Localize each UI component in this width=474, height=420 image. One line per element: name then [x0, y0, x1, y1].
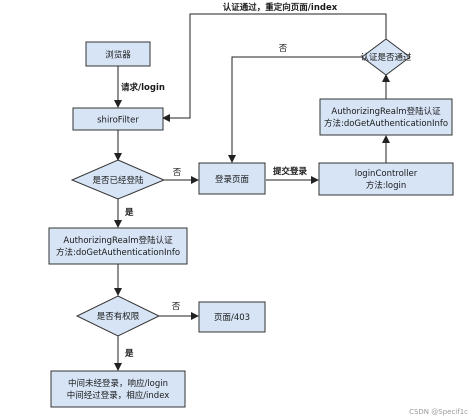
watermark: CSDN @Specif1c — [409, 408, 468, 416]
edge-label-yes-permission: 是 — [124, 348, 134, 359]
node-is-logged-in: 是否已经登陆 — [70, 159, 166, 200]
node-browser: 浏览器 — [85, 41, 151, 67]
edges — [114, 13, 390, 371]
edge-label-no-logged: 否 — [173, 168, 182, 178]
node-login-controller-line1: loginController — [355, 169, 418, 179]
node-realm-top-line2: 方法:doGetAuthenticationInfo — [324, 118, 448, 129]
edge-label-yes-logged: 是 — [124, 207, 134, 218]
node-is-logged-in-label: 是否已经登陆 — [92, 175, 144, 186]
node-shirofilter-label: shiroFilter — [97, 116, 139, 126]
edge-label-redirect-index: 认证通过，重定向页面/index — [223, 2, 338, 13]
node-login-page-label: 登录页面 — [215, 174, 250, 185]
node-auth-passed: 认证是否通过 — [360, 38, 412, 76]
node-login-controller: loginController 方法:login — [318, 162, 454, 196]
node-has-permission: 是否有权限 — [75, 295, 161, 337]
node-page-403: 页面/403 — [198, 301, 266, 333]
node-auth-passed-label: 认证是否通过 — [360, 52, 412, 63]
node-realm-left: AuthorizingRealm登陆认证 方法:doGetAuthenticat… — [48, 227, 188, 265]
node-realm-left-line1: AuthorizingRealm登陆认证 — [63, 235, 173, 246]
edge-label-submit-login: 提交登录 — [273, 166, 308, 177]
node-realm-top: AuthorizingRealm登陆认证 方法:doGetAuthenticat… — [319, 98, 453, 136]
edge-label-no-auth: 否 — [279, 44, 288, 54]
node-result-line2: 中间经过登录，相应/index — [67, 390, 170, 401]
node-login-controller-line2: 方法:login — [366, 180, 407, 191]
node-login-page: 登录页面 — [198, 162, 266, 195]
edge-label-no-permission: 否 — [172, 302, 181, 312]
edge-label-request-login: 请求/login — [121, 82, 165, 93]
node-result-line1: 中间未经登录，响应/login — [68, 378, 168, 389]
node-has-permission-label: 是否有权限 — [97, 311, 140, 322]
nodes: 浏览器 shiroFilter 是否已经登陆 登录页面 loginControl… — [48, 38, 454, 408]
edge-auth-passed-to-login-page — [228, 56, 362, 163]
edge-labels: 认证通过，重定向页面/index 请求/login 否 否 提交登录 是 否 是 — [121, 2, 338, 359]
node-page-403-label: 页面/403 — [214, 313, 250, 323]
node-result: 中间未经登录，响应/login 中间经过登录，相应/index — [50, 370, 186, 408]
node-browser-label: 浏览器 — [105, 50, 131, 61]
node-realm-left-line2: 方法:doGetAuthenticationInfo — [56, 247, 180, 258]
node-realm-top-line1: AuthorizingRealm登陆认证 — [331, 106, 441, 117]
edge-auth-passed-to-shirofilter — [162, 13, 387, 122]
node-shirofilter: shiroFilter — [72, 107, 164, 131]
